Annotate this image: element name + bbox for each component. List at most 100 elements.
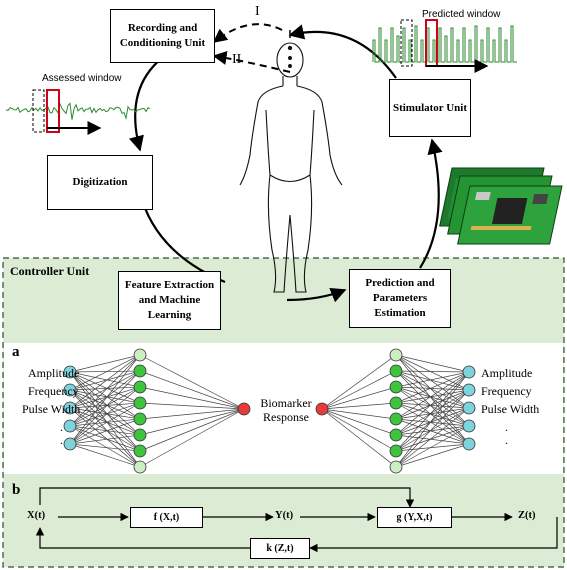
- right-hidden-node-4: [389, 412, 403, 426]
- left-hidden-node-0: [133, 348, 147, 362]
- feature-extraction-label: Feature Extraction and Machine Learning: [124, 279, 215, 321]
- network-edge: [395, 371, 470, 436]
- network-edge: [139, 402, 245, 410]
- network-edge: [139, 408, 245, 436]
- network-edge: [395, 389, 470, 468]
- network-edge: [395, 434, 470, 445]
- network-edge: [395, 389, 470, 436]
- flow-lines: [35, 487, 558, 553]
- right-hidden-node-1: [389, 364, 403, 378]
- network-edge: [69, 386, 141, 409]
- left-input-dot-1: .: [60, 420, 63, 434]
- network-edge: [321, 354, 397, 410]
- network-edge: [395, 425, 470, 468]
- network-edge: [395, 407, 470, 436]
- left-input-pulse-width: Pulse Width: [22, 402, 81, 416]
- network-edge: [69, 386, 141, 445]
- path-label-ii: II: [232, 52, 242, 67]
- network-edge: [139, 408, 245, 452]
- right-output-node-2: [462, 401, 476, 415]
- left-input-node-4: [63, 437, 77, 451]
- network-edge: [395, 354, 470, 391]
- network-edge: [139, 408, 245, 468]
- network-edge: [321, 386, 397, 410]
- network-edge: [321, 408, 397, 452]
- right-output-node-0: [462, 365, 476, 379]
- right-hidden-node-2: [389, 380, 403, 394]
- left-input-amplitude: Amplitude: [28, 366, 80, 380]
- assessed-window-label: Assessed window: [42, 73, 122, 84]
- human-figure: [239, 30, 343, 293]
- network-edge: [395, 407, 470, 420]
- network-edge: [69, 371, 141, 420]
- network-edge: [395, 389, 470, 452]
- feature-extraction-box: Feature Extraction and Machine Learning: [118, 271, 221, 330]
- right-output-amplitude: Amplitude: [481, 366, 533, 380]
- left-input-frequency: Frequency: [28, 384, 79, 398]
- prediction-estimation-box: Prediction and Parameters Estimation: [349, 269, 451, 328]
- right-output-node-3: [462, 419, 476, 433]
- predicted-window-label: Predicted window: [422, 9, 501, 20]
- network-edge: [69, 370, 141, 391]
- left-hidden-node-5: [133, 428, 147, 442]
- network-edge: [69, 371, 141, 468]
- network-edge: [395, 354, 470, 445]
- network-edge: [395, 418, 470, 445]
- network-edge: [395, 418, 470, 427]
- g-function-box: g (Y,X,t): [377, 507, 452, 528]
- left-input-node-2: [63, 401, 77, 415]
- right-output-frequency: Frequency: [481, 384, 532, 398]
- network-edge: [69, 407, 141, 452]
- stimulator-label: Stimulator Unit: [392, 101, 468, 114]
- predicted-signal: [372, 19, 517, 73]
- network-edge: [395, 371, 470, 452]
- network-edge: [69, 389, 141, 468]
- left-output-node-0: [237, 402, 251, 416]
- stimulator-box: Stimulator Unit: [389, 79, 471, 137]
- network-edge: [395, 425, 470, 436]
- network-edge: [69, 402, 141, 445]
- network-edge: [69, 389, 141, 452]
- network-edge: [69, 386, 141, 427]
- network-edge: [139, 408, 245, 420]
- network-edge: [69, 425, 141, 468]
- network-edge: [395, 443, 470, 468]
- network-edge: [395, 371, 470, 468]
- left-input-node-1: [63, 383, 77, 397]
- network-edge: [395, 402, 470, 445]
- left-hidden-node-4: [133, 412, 147, 426]
- network-edge: [69, 407, 141, 468]
- network-edge: [395, 443, 470, 452]
- network-edge: [69, 354, 141, 373]
- left-input-node-3: [63, 419, 77, 433]
- network-edge: [69, 402, 141, 427]
- network-edge: [69, 425, 141, 436]
- panel-b-letter: b: [12, 482, 21, 498]
- network-edge: [69, 407, 141, 436]
- network-edge: [69, 354, 141, 445]
- network-edge: [69, 389, 141, 436]
- network-edge: [395, 389, 470, 420]
- network-edge: [69, 371, 141, 404]
- network-edge: [69, 370, 141, 409]
- network-edge: [395, 386, 470, 427]
- network-edge: [69, 386, 141, 391]
- digitization-label: Digitization: [72, 176, 128, 189]
- network-edge: [395, 402, 470, 427]
- right-output-node-4: [462, 437, 476, 451]
- network-edge: [395, 371, 470, 420]
- dashed-paths: [212, 23, 291, 73]
- network-edge: [69, 370, 141, 373]
- network-edge: [395, 371, 470, 388]
- right-input-node-0: [315, 402, 329, 416]
- digitization-box: Digitization: [47, 155, 153, 210]
- network-edge: [69, 443, 141, 452]
- f-function-label: f (X,t): [153, 512, 180, 523]
- network-edge: [395, 371, 470, 404]
- biomarker-response-text: Biomarker Response: [260, 396, 312, 425]
- network-edge: [395, 386, 470, 445]
- g-function-label: g (Y,X,t): [396, 512, 433, 523]
- var-yt: Y(t): [275, 510, 294, 521]
- left-hidden-node-2: [133, 380, 147, 394]
